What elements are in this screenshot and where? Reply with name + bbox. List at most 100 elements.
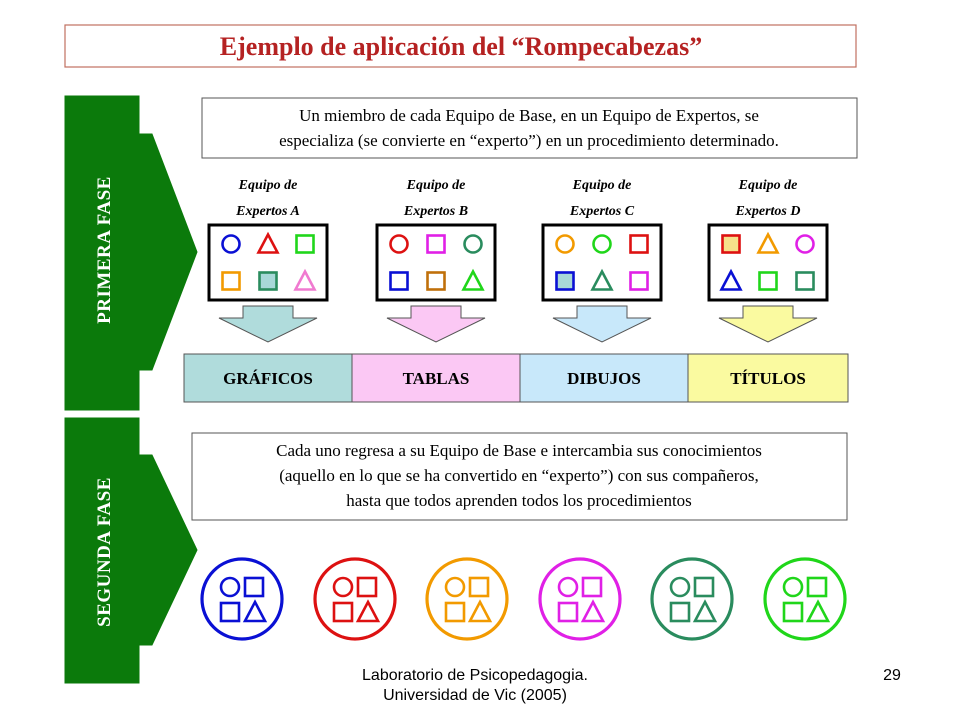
square-icon bbox=[557, 601, 579, 623]
triangle-icon bbox=[242, 599, 268, 623]
footer-line: Laboratorio de Psicopedagogia. bbox=[362, 667, 588, 684]
circle-icon bbox=[332, 576, 354, 598]
triangle-icon bbox=[805, 599, 831, 623]
circle-icon bbox=[782, 576, 804, 598]
circle-icon bbox=[669, 576, 691, 598]
square-icon bbox=[795, 271, 815, 291]
square-icon bbox=[243, 576, 265, 598]
phase2-description-box: Cada uno regresa a su Equipo de Base e i… bbox=[191, 432, 848, 521]
result-box bbox=[183, 353, 353, 403]
base-team bbox=[763, 557, 847, 641]
footer-line: Universidad de Vic (2005) bbox=[383, 687, 567, 704]
phase1-description-line: especializa (se convierte en “experto”) … bbox=[279, 131, 779, 150]
down-arrow-icon bbox=[552, 305, 652, 343]
phase1-description-box: Un miembro de cada Equipo de Base, en un… bbox=[201, 97, 858, 159]
circle-icon bbox=[221, 234, 241, 254]
phase1-arrow: PRIMERA FASE bbox=[64, 95, 198, 411]
triangle-icon bbox=[461, 268, 485, 291]
expert-team: Equipo de Expertos C DIBUJOS bbox=[519, 178, 689, 403]
expert-teams: Equipo de Expertos A GRÁFICOS Equipo de Expe… bbox=[183, 178, 849, 403]
base-team bbox=[538, 557, 622, 641]
square-icon bbox=[806, 576, 828, 598]
team-box bbox=[375, 223, 497, 302]
circle-icon bbox=[444, 576, 466, 598]
phase1-description-line: Un miembro de cada Equipo de Base, en un… bbox=[299, 106, 759, 125]
base-team bbox=[200, 557, 284, 641]
page-title: Ejemplo de aplicación del “Rompecabezas” bbox=[220, 32, 702, 61]
phase2-label: SEGUNDA FASE bbox=[94, 477, 115, 627]
square-icon bbox=[295, 234, 315, 254]
base-team-circle-icon bbox=[425, 557, 509, 641]
expert-team: Equipo de Expertos A GRÁFICOS bbox=[183, 178, 353, 403]
square-icon bbox=[221, 271, 241, 291]
team-box bbox=[207, 223, 329, 302]
team-label-line2: Expertos C bbox=[569, 204, 635, 219]
page-number: 29 bbox=[883, 667, 901, 684]
base-team-circle-icon bbox=[313, 557, 397, 641]
triangle-icon bbox=[467, 599, 493, 623]
phase2-description-line: hasta que todos aprenden todos los proce… bbox=[346, 491, 692, 510]
phase2-arrow: SEGUNDA FASE bbox=[64, 417, 198, 684]
team-label-line2: Expertos D bbox=[735, 204, 801, 219]
phase2-description-line: Cada uno regresa a su Equipo de Base e i… bbox=[276, 441, 762, 460]
triangle-icon bbox=[293, 268, 317, 291]
result-label: GRÁFICOS bbox=[223, 369, 313, 388]
square-icon bbox=[782, 601, 804, 623]
square-icon bbox=[758, 271, 778, 291]
team-label-line2: Expertos A bbox=[235, 204, 300, 219]
triangle-icon bbox=[719, 268, 743, 291]
team-label-line1: Equipo de bbox=[406, 178, 466, 193]
footer: Laboratorio de Psicopedagogia. Universid… bbox=[362, 667, 901, 704]
team-label-line1: Equipo de bbox=[572, 178, 632, 193]
triangle-icon bbox=[355, 599, 381, 623]
triangle-icon bbox=[756, 231, 780, 254]
square-filled-icon bbox=[258, 271, 278, 291]
circle-icon bbox=[555, 234, 575, 254]
base-team-circle-icon bbox=[763, 557, 847, 641]
circle-icon bbox=[557, 576, 579, 598]
down-arrow-icon bbox=[386, 305, 486, 343]
base-team bbox=[313, 557, 397, 641]
base-team bbox=[650, 557, 734, 641]
circle-icon bbox=[795, 234, 815, 254]
base-team-circle-icon bbox=[650, 557, 734, 641]
expert-team: Equipo de Expertos D TÍTULOS bbox=[687, 178, 849, 403]
square-icon bbox=[693, 576, 715, 598]
square-icon bbox=[426, 234, 446, 254]
triangle-icon bbox=[580, 599, 606, 623]
team-label-line2: Expertos B bbox=[403, 204, 468, 219]
square-filled-icon bbox=[555, 271, 575, 291]
square-icon bbox=[426, 271, 446, 291]
square-icon bbox=[356, 576, 378, 598]
base-team-circle-icon bbox=[538, 557, 622, 641]
team-label-line1: Equipo de bbox=[238, 178, 298, 193]
square-icon bbox=[389, 271, 409, 291]
circle-icon bbox=[463, 234, 483, 254]
triangle-icon bbox=[256, 231, 280, 254]
team-label-line1: Equipo de bbox=[738, 178, 798, 193]
title-box: Ejemplo de aplicación del “Rompecabezas” bbox=[64, 24, 857, 68]
circle-icon bbox=[592, 234, 612, 254]
circle-icon bbox=[219, 576, 241, 598]
square-icon bbox=[629, 234, 649, 254]
result-label: TÍTULOS bbox=[730, 369, 806, 388]
phase2-description-line: (aquello en lo que se ha convertido en “… bbox=[279, 466, 759, 485]
square-icon bbox=[332, 601, 354, 623]
result-label: DIBUJOS bbox=[567, 369, 641, 388]
triangle-icon bbox=[692, 599, 718, 623]
circle-icon bbox=[389, 234, 409, 254]
square-icon bbox=[669, 601, 691, 623]
down-arrow-icon bbox=[718, 305, 818, 343]
square-icon bbox=[581, 576, 603, 598]
square-filled-icon bbox=[721, 234, 741, 254]
square-icon bbox=[468, 576, 490, 598]
square-icon bbox=[629, 271, 649, 291]
result-box bbox=[519, 353, 689, 403]
square-icon bbox=[219, 601, 241, 623]
square-icon bbox=[444, 601, 466, 623]
base-team bbox=[425, 557, 509, 641]
base-teams bbox=[200, 557, 847, 641]
